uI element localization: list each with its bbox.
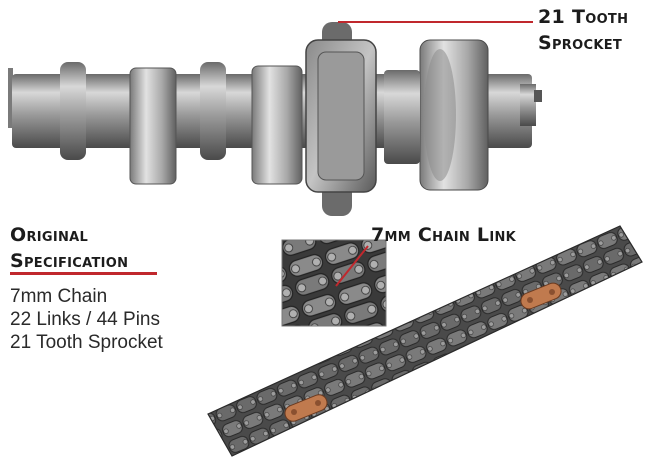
spec-underline: [10, 272, 157, 275]
spec-item: 21 Tooth Sprocket: [10, 332, 163, 353]
timing-chain: [207, 225, 643, 457]
copper-link-lower: [284, 394, 328, 422]
spec-heading-line1: Original: [10, 224, 89, 246]
spec-heading: Original Specification: [10, 222, 128, 274]
sprocket-label-line1: 21 Tooth: [538, 6, 629, 28]
spec-heading-line2: Specification: [10, 250, 129, 272]
camshaft: [8, 22, 542, 216]
spec-list: 7mm Chain 22 Links / 44 Pins 21 Tooth Sp…: [10, 285, 163, 354]
spec-item: 7mm Chain: [10, 286, 108, 307]
sprocket: [305, 22, 420, 216]
chain-link-closeup: [281, 239, 387, 327]
sprocket-label: 21 Tooth Sprocket: [538, 4, 628, 56]
chainlink-callout-line: [335, 245, 369, 287]
sprocket-label-line2: Sprocket: [538, 32, 623, 54]
copper-link-upper: [520, 282, 562, 310]
chain-link-label: 7mm Chain Link: [371, 224, 517, 246]
spec-item: 22 Links / 44 Pins: [10, 309, 160, 330]
